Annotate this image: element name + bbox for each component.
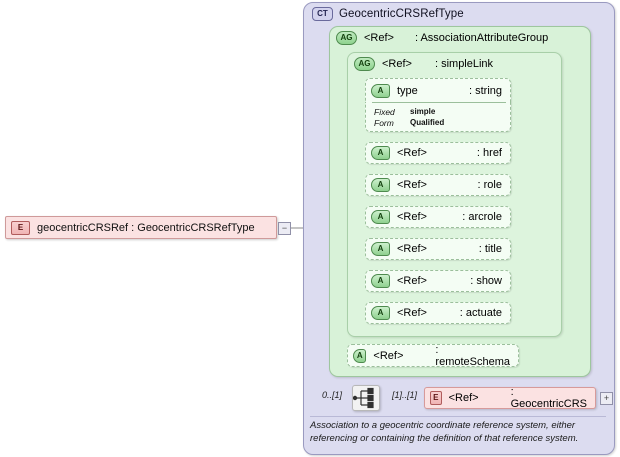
attribute-icon: A: [371, 146, 390, 160]
attribute-icon: A: [353, 348, 367, 363]
attribute-row-actuate[interactable]: A <Ref> : actuate: [365, 302, 511, 324]
facet-divider: [372, 102, 506, 103]
cardinality-right: [1]..[1]: [392, 390, 418, 400]
annotation-text: Association to a geocentric coordinate r…: [310, 420, 579, 444]
attribute-icon: A: [371, 242, 390, 256]
element-ref-geocentric-crs[interactable]: E <Ref> : GeocentricCRS: [424, 386, 596, 410]
attribute-row-role[interactable]: A <Ref> : role: [365, 174, 511, 196]
attribute-group-icon: AG: [354, 57, 375, 71]
attribute-type: : role: [477, 179, 502, 191]
attribute-group-inner-type: : simpleLink: [434, 58, 494, 70]
element-ref-label: <Ref>: [448, 392, 479, 404]
collapse-root-element-button[interactable]: −: [278, 222, 291, 235]
collapse-icon: −: [281, 223, 288, 233]
attribute-group-outer-type: : AssociationAttributeGroup: [414, 32, 549, 44]
sequence-compositor-icon[interactable]: [352, 385, 380, 411]
attribute-group-inner-header: AG <Ref> : simpleLink: [354, 57, 493, 71]
attribute-row-show[interactable]: A <Ref> : show: [365, 270, 511, 292]
attribute-type: : remoteSchema: [435, 343, 511, 368]
attribute-group-icon: AG: [336, 31, 357, 45]
facet-form: Form Qualified: [374, 119, 444, 128]
facet-fixed-value: simple: [410, 107, 436, 116]
attribute-icon: A: [371, 274, 390, 288]
attribute-ref: <Ref>: [397, 243, 427, 255]
attribute-ref: <Ref>: [373, 349, 404, 362]
attribute-group-inner-ref: <Ref>: [382, 58, 412, 70]
attribute-row-href[interactable]: A <Ref> : href: [365, 142, 511, 164]
facet-form-value: Qualified: [410, 118, 445, 127]
facet-fixed: Fixed simple: [374, 108, 435, 117]
element-icon: E: [11, 220, 30, 235]
annotation-divider: [310, 416, 606, 417]
facet-fixed-label: Fixed: [374, 107, 395, 117]
attribute-icon: A: [371, 178, 390, 192]
attribute-group-outer-header: AG <Ref> : AssociationAttributeGroup: [336, 31, 548, 45]
complex-type-icon: CT: [312, 7, 333, 21]
attribute-icon: A: [371, 306, 390, 320]
facet-form-label: Form: [374, 118, 394, 128]
attribute-ref: <Ref>: [397, 147, 427, 159]
attribute-icon: A: [371, 210, 390, 224]
attribute-row-remote-schema[interactable]: A <Ref> : remoteSchema: [347, 343, 519, 368]
attribute-icon: A: [371, 83, 390, 98]
cardinality-left: 0..[1]: [322, 390, 343, 400]
attribute-ref: <Ref>: [397, 211, 427, 223]
attribute-row-arcrole[interactable]: A <Ref> : arcrole: [365, 206, 511, 228]
expand-child-element-button[interactable]: +: [600, 392, 613, 405]
root-element-box[interactable]: E geocentricCRSRef : GeocentricCRSRefTyp…: [5, 216, 277, 239]
attribute-facets-panel: Fixed simple Form Qualified: [365, 102, 511, 132]
attribute-type: : show: [470, 275, 502, 287]
attribute-type: : title: [478, 243, 502, 255]
element-icon: E: [430, 391, 442, 405]
attribute-row-type[interactable]: A type : string: [365, 78, 511, 102]
attribute-type: : arcrole: [462, 211, 502, 223]
root-element-label: geocentricCRSRef : GeocentricCRSRefType: [37, 221, 255, 234]
attribute-type: : actuate: [459, 307, 502, 319]
expand-icon: +: [603, 393, 610, 403]
attribute-row-title[interactable]: A <Ref> : title: [365, 238, 511, 260]
attribute-group-outer-ref: <Ref>: [364, 32, 394, 44]
attribute-ref: <Ref>: [397, 307, 427, 319]
complex-type-header: CT GeocentricCRSRefType: [312, 7, 464, 21]
element-ref-type: : GeocentricCRS: [510, 386, 588, 410]
attribute-type: : href: [476, 147, 502, 159]
complex-type-title: GeocentricCRSRefType: [339, 8, 464, 20]
attribute-ref: <Ref>: [397, 275, 427, 287]
attribute-name: type: [397, 84, 418, 97]
attribute-type: : string: [468, 84, 502, 97]
attribute-ref: <Ref>: [397, 179, 427, 191]
